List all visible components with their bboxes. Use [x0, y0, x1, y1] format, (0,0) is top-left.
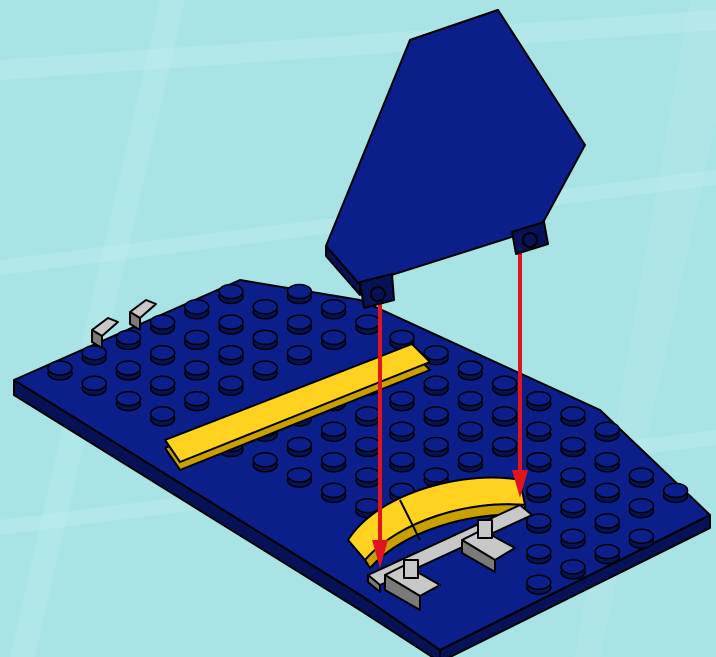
stud [561, 468, 585, 487]
stud [458, 392, 482, 411]
stud [458, 422, 482, 441]
stud [664, 483, 688, 502]
stud [561, 560, 585, 579]
stud [390, 422, 414, 441]
stud [458, 361, 482, 380]
stud [151, 376, 175, 395]
stud [595, 422, 619, 441]
stud [527, 392, 551, 411]
stud [356, 438, 380, 457]
stud [629, 468, 653, 487]
stud [219, 315, 243, 334]
stud [151, 346, 175, 365]
stud [287, 468, 311, 487]
stud [287, 346, 311, 365]
stud [219, 285, 243, 304]
stud [595, 545, 619, 564]
stud [287, 438, 311, 457]
stud [493, 376, 517, 395]
stud [151, 407, 175, 426]
stud [356, 468, 380, 487]
stud [116, 330, 140, 349]
stud [322, 422, 346, 441]
stud [527, 422, 551, 441]
stud [82, 376, 106, 395]
stud [287, 285, 311, 304]
stud [493, 407, 517, 426]
stud [287, 315, 311, 334]
stud [595, 483, 619, 502]
stud [253, 330, 277, 349]
stud [253, 453, 277, 472]
stud [527, 483, 551, 502]
stud [151, 315, 175, 334]
stud [253, 300, 277, 319]
stud [356, 407, 380, 426]
stud [561, 499, 585, 518]
stud [527, 514, 551, 533]
stud [48, 361, 72, 380]
stud [561, 438, 585, 457]
stud [185, 392, 209, 411]
stud [185, 330, 209, 349]
stud [561, 529, 585, 548]
stud [322, 330, 346, 349]
stud [219, 346, 243, 365]
stud [424, 438, 448, 457]
stud [527, 453, 551, 472]
stud [458, 453, 482, 472]
stud [185, 300, 209, 319]
stud [527, 575, 551, 594]
stud [561, 407, 585, 426]
stud [629, 529, 653, 548]
stud [424, 376, 448, 395]
stud [219, 376, 243, 395]
stud [390, 453, 414, 472]
stud [356, 315, 380, 334]
stud [595, 453, 619, 472]
stud [595, 514, 619, 533]
stud [116, 392, 140, 411]
stud [390, 392, 414, 411]
stud [253, 361, 277, 380]
stud [493, 438, 517, 457]
stud [527, 545, 551, 564]
stud [185, 361, 209, 380]
stud [322, 300, 346, 319]
stud [116, 361, 140, 380]
stud [424, 407, 448, 426]
stud [629, 499, 653, 518]
stud [322, 483, 346, 502]
stud [322, 453, 346, 472]
